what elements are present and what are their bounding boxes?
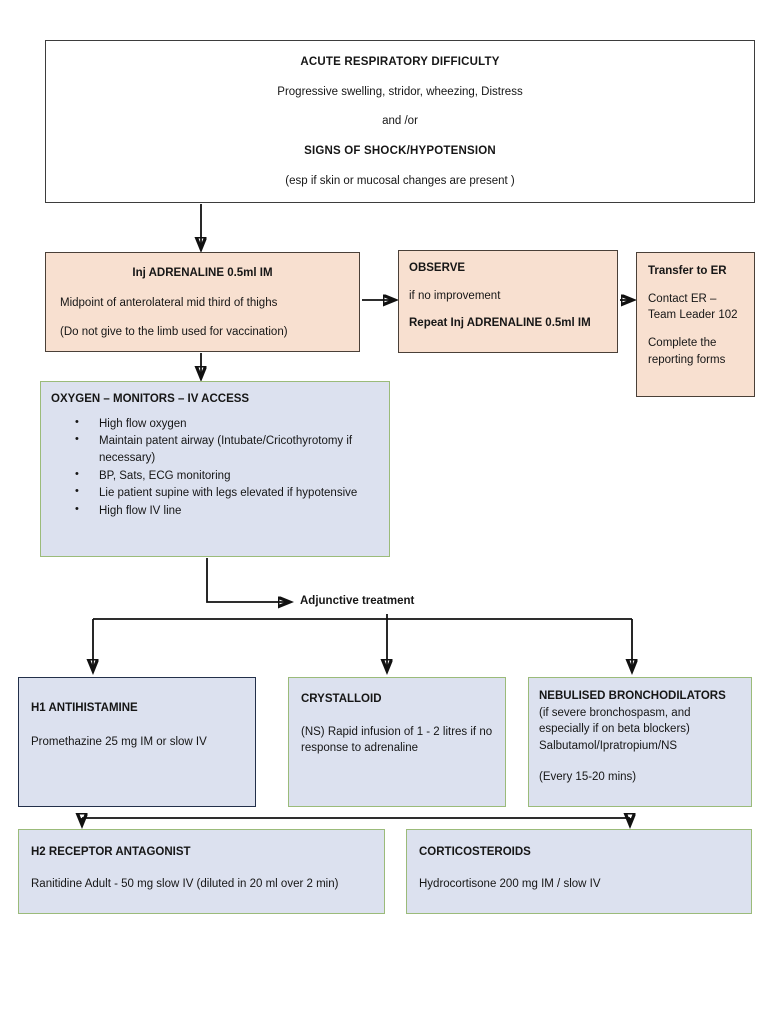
- oxygen-bullet-list: High flow oxygen Maintain patent airway …: [51, 415, 383, 520]
- h2-title: H2 RECEPTOR ANTAGONIST: [31, 846, 191, 858]
- list-item: BP, Sats, ECG monitoring: [75, 467, 383, 485]
- box-nebulised-bronchodilators: NEBULISED BRONCHODILATORS (if severe bro…: [528, 677, 752, 807]
- nebulised-title: NEBULISED BRONCHODILATORS: [539, 690, 726, 702]
- h1-title: H1 ANTIHISTAMINE: [31, 702, 138, 714]
- box-acute-respiratory-difficulty: ACUTE RESPIRATORY DIFFICULTY Progressive…: [45, 40, 755, 203]
- transfer-line-2: Complete the reporting forms: [648, 337, 726, 366]
- list-item: High flow oxygen: [75, 415, 383, 433]
- presentation-heading-1: ACUTE RESPIRATORY DIFFICULTY: [300, 56, 500, 68]
- nebulised-line-1: (if severe bronchospasm, and: [539, 706, 691, 719]
- nebulised-line-3: Salbutamol/Ipratropium/NS: [539, 740, 678, 753]
- box-h2-receptor-antagonist: H2 RECEPTOR ANTAGONIST Ranitidine Adult …: [18, 829, 385, 914]
- box-transfer-to-er: Transfer to ER Contact ER – Team Leader …: [636, 252, 755, 397]
- presentation-line-2: Progressive swelling, stridor, wheezing,…: [277, 85, 523, 98]
- transfer-line-1: Contact ER – Team Leader 102: [648, 292, 738, 322]
- box-adrenaline: Inj ADRENALINE 0.5ml IM Midpoint of ante…: [45, 252, 360, 352]
- box-observe: OBSERVE if no improvement Repeat Inj ADR…: [398, 250, 618, 353]
- list-item: High flow IV line: [75, 502, 383, 520]
- presentation-heading-2: SIGNS OF SHOCK/HYPOTENSION: [304, 145, 496, 158]
- adrenaline-title: Inj ADRENALINE 0.5ml IM: [132, 267, 273, 279]
- corticosteroids-title: CORTICOSTEROIDS: [419, 846, 531, 858]
- box-oxygen-monitors-iv-access: OXYGEN – MONITORS – IV ACCESS High flow …: [40, 381, 390, 557]
- presentation-line-3: and /or: [382, 115, 418, 128]
- adrenaline-line-2: (Do not give to the limb used for vaccin…: [60, 326, 288, 339]
- h2-line-1: Ranitidine Adult - 50 mg slow IV (dilute…: [31, 877, 339, 890]
- adrenaline-line-1: Midpoint of anterolateral mid third of t…: [60, 296, 278, 309]
- list-item: Maintain patent airway (Intubate/Cricoth…: [75, 432, 383, 466]
- box-corticosteroids: CORTICOSTEROIDS Hydrocortisone 200 mg IM…: [406, 829, 752, 914]
- h1-line-1: Promethazine 25 mg IM or slow IV: [31, 735, 207, 748]
- oxygen-title: OXYGEN – MONITORS – IV ACCESS: [51, 393, 250, 405]
- nebulised-line-4: (Every 15-20 mins): [539, 770, 637, 783]
- box-crystalloid: CRYSTALLOID (NS) Rapid infusion of 1 - 2…: [288, 677, 506, 807]
- presentation-line-5: (esp if skin or mucosal changes are pres…: [285, 174, 515, 187]
- connector-oxygen-to-adjunctive: [206, 558, 289, 602]
- transfer-title: Transfer to ER: [648, 265, 727, 277]
- label-adjunctive-treatment: Adjunctive treatment: [300, 595, 415, 607]
- list-item: Lie patient supine with legs elevated if…: [75, 484, 383, 502]
- observe-title: OBSERVE: [409, 262, 466, 274]
- observe-line-1: if no improvement: [409, 289, 501, 302]
- crystalloid-line-1: (NS) Rapid infusion of 1 - 2 litres if n…: [301, 725, 493, 755]
- crystalloid-title: CRYSTALLOID: [301, 693, 382, 705]
- corticosteroids-line-1: Hydrocortisone 200 mg IM / slow IV: [419, 877, 601, 890]
- box-h1-antihistamine: H1 ANTIHISTAMINE Promethazine 25 mg IM o…: [18, 677, 256, 807]
- nebulised-line-2: especially if on beta blockers): [539, 723, 690, 736]
- observe-line-2: Repeat Inj ADRENALINE 0.5ml IM: [409, 317, 591, 330]
